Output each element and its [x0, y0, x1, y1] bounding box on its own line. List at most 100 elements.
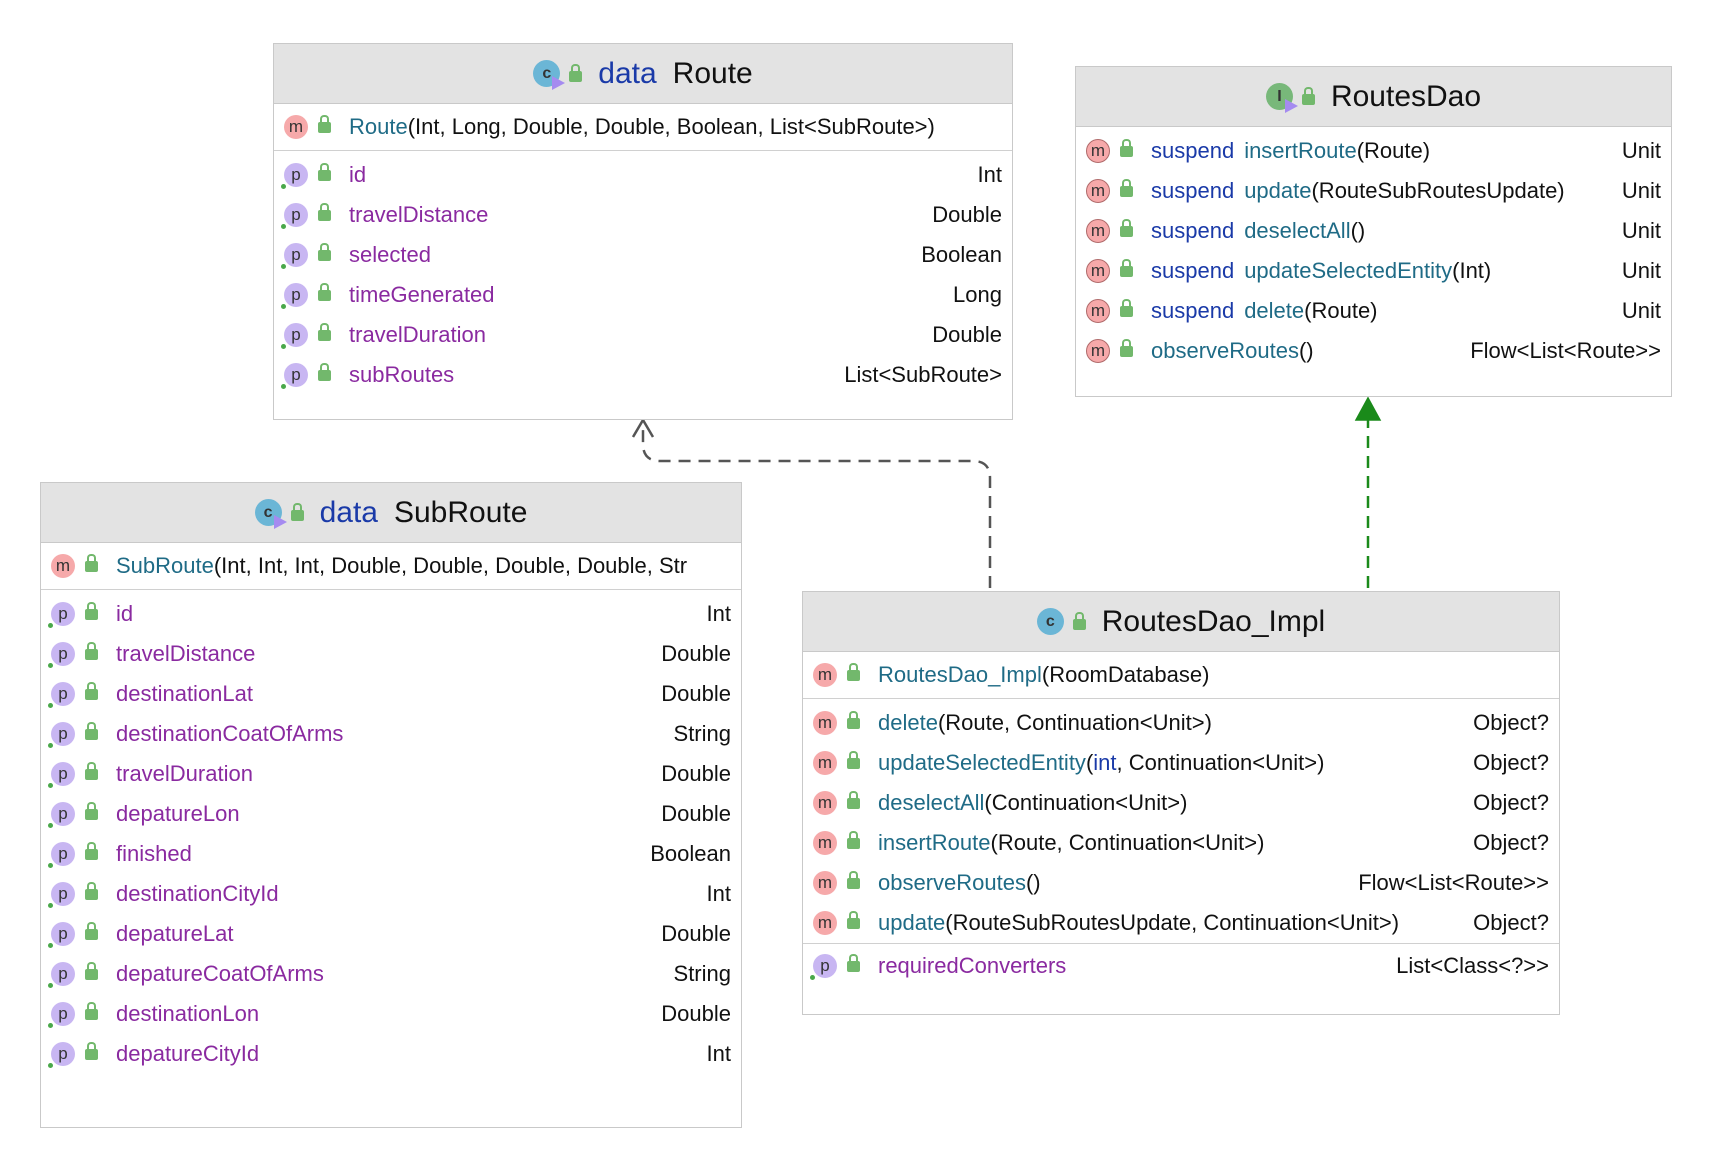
method-return-type: Object?	[1473, 710, 1549, 735]
lock-icon	[290, 503, 304, 521]
property-name: depatureCoatOfArms	[116, 961, 324, 986]
method-badge: m	[1086, 179, 1110, 203]
lock-icon	[847, 910, 860, 929]
method-badge: m	[284, 115, 308, 139]
suspend-keyword: suspend	[1151, 258, 1235, 283]
method-params: ()	[1025, 870, 1041, 895]
method-badge: m	[1086, 219, 1110, 243]
method-badge: m	[813, 831, 837, 855]
lock-icon	[847, 870, 860, 889]
method-badge: m	[1086, 259, 1110, 283]
class-subroute[interactable]: c data SubRoute m SubRoute (Int, Int, In…	[40, 482, 742, 1128]
dependency-arrow-head	[631, 417, 655, 438]
method-name: delete	[878, 710, 938, 735]
method-params: ()	[1350, 218, 1366, 243]
lock-icon	[85, 1001, 98, 1020]
lock-icon	[85, 601, 98, 620]
property-name: timeGenerated	[349, 282, 495, 307]
method-params: (Int)	[1452, 258, 1492, 283]
property-badge: p	[810, 954, 837, 980]
method-badge: m	[1086, 339, 1110, 363]
suspend-keyword: suspend	[1151, 178, 1235, 203]
constructor-params: (RoomDatabase)	[1041, 662, 1210, 687]
lock-icon	[1120, 258, 1133, 277]
property-type: Int	[977, 162, 1002, 187]
method-params: (Route)	[1304, 298, 1378, 323]
lock-icon	[85, 553, 98, 572]
realization-arrow-head	[1354, 396, 1382, 421]
constructor-row[interactable]: m SubRoute (Int, Int, Int, Double, Doubl…	[41, 543, 741, 589]
class-header: c RoutesDao_Impl	[803, 592, 1559, 652]
lock-icon	[318, 162, 331, 181]
property-name: subRoutes	[349, 362, 455, 387]
class-name: RoutesDao_Impl	[1101, 604, 1326, 638]
method-return-type: Flow<List<Route>>	[1470, 338, 1661, 363]
lock-icon	[1120, 298, 1133, 317]
method-badge: m	[1086, 299, 1110, 323]
class-name: RoutesDao	[1330, 79, 1482, 113]
property-badge: p	[48, 1042, 75, 1068]
property-name: destinationLon	[116, 1001, 260, 1026]
property-badge: p	[48, 642, 75, 668]
lock-icon	[1120, 218, 1133, 237]
method-return-type: Object?	[1473, 910, 1549, 935]
lock-icon	[85, 841, 98, 860]
property-badge: p	[281, 163, 308, 189]
lock-icon	[318, 202, 331, 221]
lock-icon	[318, 362, 331, 381]
class-route[interactable]: c data Route m Route (Int, Long, Double,…	[273, 43, 1013, 420]
constructor-row[interactable]: m RoutesDao_Impl (RoomDatabase)	[803, 652, 1559, 698]
property-badge: p	[281, 203, 308, 229]
lock-icon	[318, 242, 331, 261]
property-type: List<SubRoute>	[844, 362, 1002, 387]
property-type: Double	[661, 801, 731, 826]
property-type: Double	[661, 761, 731, 786]
class-routesdao-impl[interactable]: c RoutesDao_Impl m RoutesDao_Impl (RoomD…	[802, 591, 1560, 1015]
property-badge: p	[281, 363, 308, 389]
lock-icon	[85, 921, 98, 940]
lock-icon	[1072, 612, 1086, 630]
method-params: (Route)	[1356, 138, 1431, 163]
property-badge: p	[48, 1002, 75, 1028]
property-name: depatureLat	[116, 921, 234, 946]
property-badge: p	[48, 922, 75, 948]
lock-icon	[1120, 178, 1133, 197]
property-badge: p	[281, 243, 308, 269]
constructor-row[interactable]: m Route (Int, Long, Double, Double, Bool…	[274, 104, 1012, 150]
property-row[interactable]: p subRoutes List<SubRoute>	[274, 355, 1012, 395]
